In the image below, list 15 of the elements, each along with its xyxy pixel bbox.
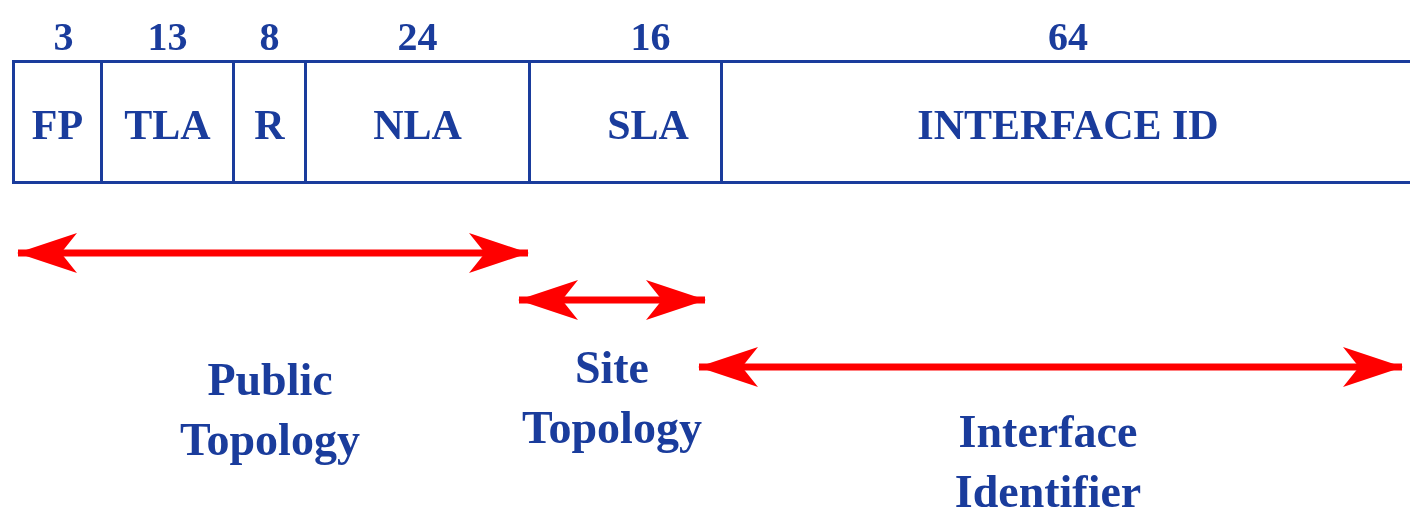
- bit-count: 8: [258, 13, 281, 60]
- field-name: INTERFACE ID: [916, 101, 1220, 149]
- bit-count: 64: [1047, 13, 1089, 60]
- range-label: Public Topology: [179, 353, 361, 467]
- field-name: R: [253, 101, 286, 149]
- bit-count: 3: [52, 13, 75, 60]
- range-label: Site Topology: [521, 341, 703, 455]
- field-name: SLA: [606, 101, 690, 149]
- field-name: TLA: [123, 101, 212, 149]
- field-name: NLA: [372, 101, 463, 149]
- range-label: Interface Identifier: [953, 405, 1143, 515]
- bit-count: 24: [396, 13, 439, 60]
- bit-count: 16: [629, 13, 672, 60]
- bit-count: 13: [146, 13, 189, 60]
- field-name: FP: [30, 101, 85, 149]
